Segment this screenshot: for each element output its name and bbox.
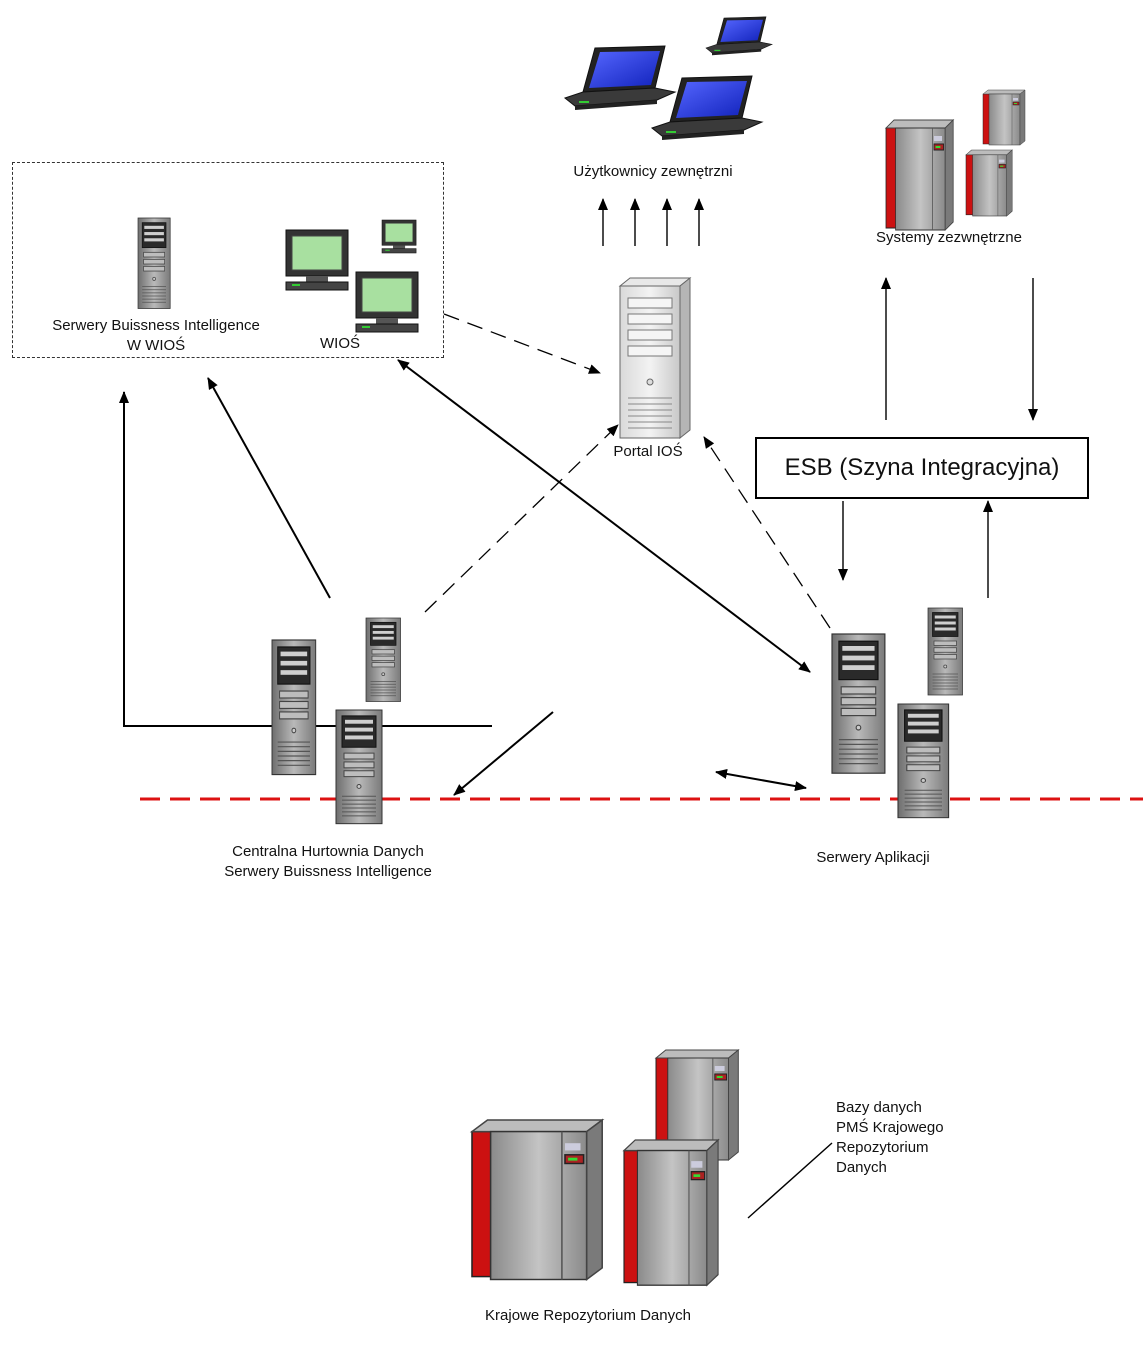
laptop-icon [705,16,773,56]
edge-apps-bi-bidirectional [397,359,811,673]
national-repo-label: Krajowe Repozytorium Danych [485,1307,691,1324]
mainframe-icon [623,1139,719,1286]
esb-box: ESB (Szyna Integracyjna) [755,437,1089,499]
wios-label: WIOŚ [320,335,360,352]
mainframe-icon [885,119,954,231]
edge-bi-to-portal [443,313,601,374]
bi-wios-group [12,162,444,358]
databases-label-line4: Danych [836,1159,887,1176]
laptop-icon [564,45,676,111]
central-wh-label-line1: Centralna Hurtownia Danych [232,843,424,860]
bi-wios-label-line1: Serwery Buissness Intelligence [52,317,260,334]
edge-warehouse-to-bi [207,377,331,599]
databases-label-line2: PMŚ Krajowego [836,1119,944,1136]
portal-server-icon [619,277,691,439]
tower-server-icon [897,703,950,819]
mainframe-icon [982,89,1026,146]
mainframe-icon [471,1119,603,1281]
callout-line [747,1142,833,1219]
bi-wios-label-line2: W WIOŚ [126,337,186,354]
databases-label-line1: Bazy danych [836,1099,922,1116]
external-systems-label: Systemy zezwnętrzne [876,229,1022,246]
tower-server-icon [335,709,383,825]
tower-server-icon [927,607,963,696]
app-servers-label: Serwery Aplikacji [816,849,930,866]
central-wh-label-line2: Serwery Buissness Intelligence [224,863,432,880]
tower-server-icon [271,639,317,776]
tower-server-icon [831,633,886,774]
external-users-label: Użytkownicy zewnętrzni [573,163,733,180]
laptop-icon [651,75,763,141]
edge-repo-apps-bidirectional [715,769,807,791]
esb-label: ESB (Szyna Integracyjna) [784,454,1060,481]
tower-server-icon [365,617,401,702]
edge-repo-to-warehouse [453,711,554,796]
databases-label-line3: Repozytorium [836,1139,929,1156]
mainframe-icon [965,149,1013,217]
portal-label: Portal IOŚ [613,443,683,460]
